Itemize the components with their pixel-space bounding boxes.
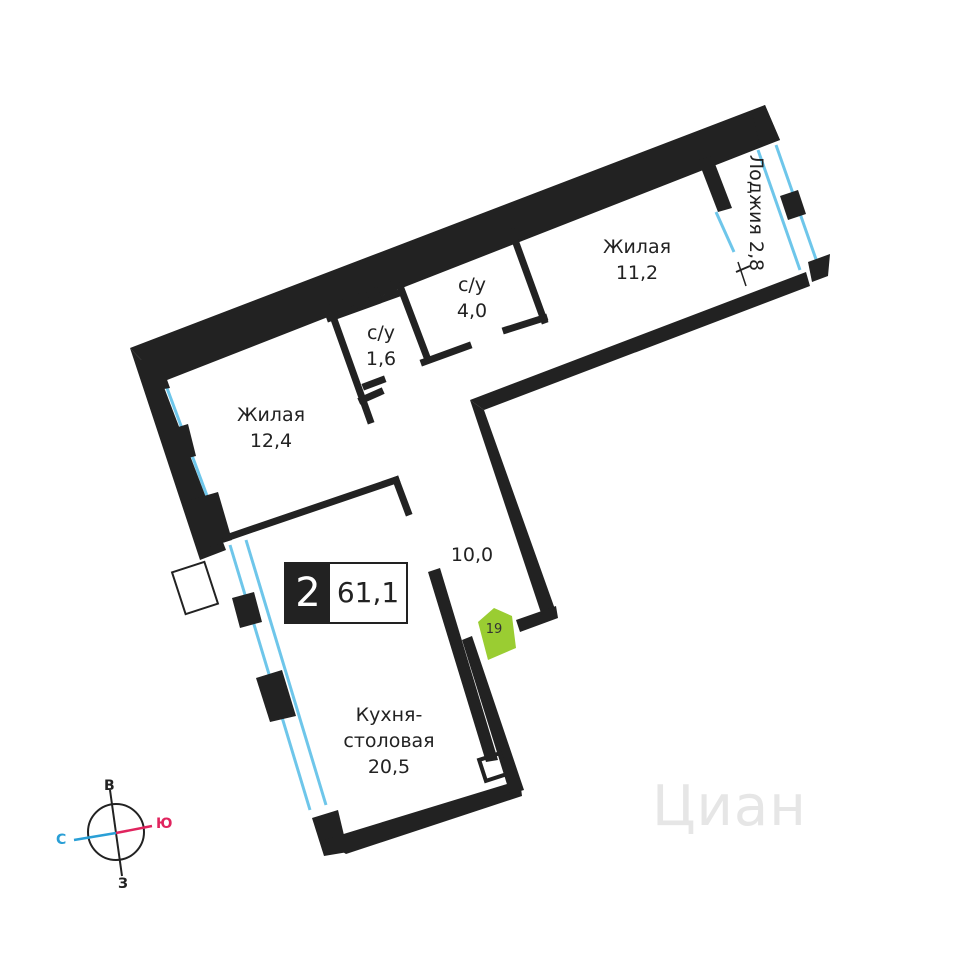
room-bath1-name: с/у bbox=[366, 322, 396, 344]
total-area: 61,1 bbox=[336, 576, 400, 609]
room-living1-area: 12,4 bbox=[249, 430, 293, 452]
loggia-tick-vertical bbox=[737, 261, 747, 287]
room-kitchen-name-line2: столовая bbox=[343, 730, 435, 752]
room-living2-area: 11,2 bbox=[615, 262, 659, 284]
room-loggia-name: Лоджия bbox=[745, 154, 767, 235]
room-living2: Жилая 11,2 bbox=[592, 234, 682, 286]
room-kitchen: Кухня- столовая 20,5 bbox=[334, 702, 444, 780]
room-bath1: с/у 1,6 bbox=[356, 320, 406, 372]
room-bath1-area: 1,6 bbox=[365, 348, 397, 370]
entrance-number: 19 bbox=[485, 622, 503, 637]
vent-shafts bbox=[333, 280, 399, 316]
walls bbox=[130, 105, 830, 856]
compass-west-label: З bbox=[118, 876, 128, 892]
loggia-tick bbox=[735, 265, 751, 273]
compass bbox=[73, 789, 153, 877]
ac-unit-box bbox=[170, 560, 220, 616]
room-bath2-name: с/у bbox=[457, 274, 487, 296]
room-living1: Жилая 12,4 bbox=[226, 402, 316, 454]
rooms-count: 2 bbox=[286, 564, 330, 622]
kitchen-vent bbox=[476, 750, 510, 784]
apartment-badge: 2 61,1 bbox=[284, 562, 408, 624]
room-bath2: с/у 4,0 bbox=[444, 272, 500, 324]
compass-south-label: Ю bbox=[156, 816, 173, 832]
compass-north-label: С bbox=[56, 832, 67, 848]
room-living1-name: Жилая bbox=[236, 404, 306, 426]
room-loggia-area: 2,8 bbox=[745, 240, 767, 272]
room-living2-name: Жилая bbox=[602, 236, 672, 258]
room-hall: 10,0 bbox=[442, 542, 502, 568]
room-hall-area: 10,0 bbox=[450, 544, 494, 566]
entrance-marker bbox=[478, 608, 516, 660]
compass-east-label: В bbox=[104, 778, 115, 794]
room-bath2-area: 4,0 bbox=[456, 300, 488, 322]
room-loggia: Лоджия 2,8 bbox=[743, 143, 769, 283]
room-kitchen-area: 20,5 bbox=[367, 756, 411, 778]
watermark: Циан bbox=[652, 774, 807, 839]
room-kitchen-name-line1: Кухня- bbox=[355, 704, 423, 726]
